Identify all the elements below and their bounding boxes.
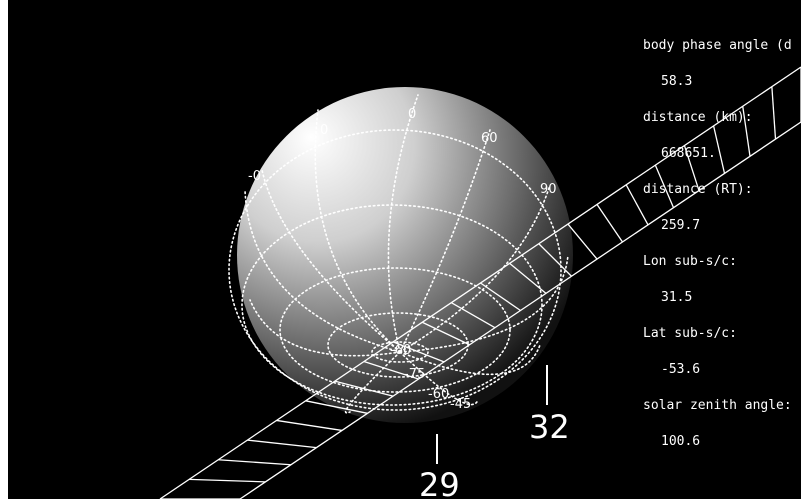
ring-tick — [247, 439, 317, 449]
readout-value-phase: 58.3 — [661, 74, 693, 89]
ring-tick — [567, 223, 598, 260]
readout-label-lat: Lat sub-s/c: — [643, 326, 737, 341]
readout-value-lat: -53.6 — [661, 362, 701, 377]
ring-ticks — [160, 67, 801, 499]
ring-tick — [480, 282, 521, 312]
readout-value-distance-km: 668651. — [661, 146, 716, 161]
ring-marker-29-label: 29 — [419, 466, 460, 499]
ring-tick — [218, 459, 292, 466]
ring-marker-32-label: 32 — [529, 408, 570, 446]
readout-label-lon: Lon sub-s/c: — [643, 254, 737, 269]
ring-tick — [451, 302, 496, 329]
ring-tick — [712, 125, 726, 174]
ring-tick — [363, 360, 419, 380]
readout-value-lon: 31.5 — [661, 290, 693, 305]
readout-label-distance-rt: distance (RT): — [643, 182, 753, 197]
ring-tick — [305, 400, 368, 414]
ring-tick — [625, 184, 649, 226]
geometry-readout: body phase angle (d 58.3 distance (km): … — [643, 16, 801, 472]
readout-label-sza: solar zenith angle: — [643, 398, 792, 413]
ring-band — [159, 66, 801, 499]
grid-label-lat-m75: -75 — [404, 367, 425, 382]
grid-label-lat-m45: -45 — [450, 397, 471, 412]
ring-tick — [683, 145, 700, 191]
readout-label-distance-km: distance (km): — [643, 110, 753, 125]
left-edge-bar — [0, 0, 8, 499]
ring-tick — [771, 86, 777, 140]
ring-marker-29: 29 — [419, 434, 460, 499]
ring-marker-32: 32 — [529, 365, 570, 446]
grid-label-lat-m60b: -60 — [428, 387, 449, 402]
ring-tick — [596, 204, 624, 243]
grid-label-lon-90: 90 — [540, 182, 557, 197]
ring-tick — [276, 419, 343, 432]
grid-label-lon-60: 60 — [481, 131, 498, 146]
planet-disk — [237, 87, 573, 423]
readout-label-phase: body phase angle (d — [643, 38, 792, 53]
ring-tick — [742, 106, 751, 157]
grid-label-lon-120: -0 — [248, 169, 261, 184]
grid-label-lon-0: 0 — [320, 123, 328, 138]
readout-value-distance-rt: 259.7 — [661, 218, 701, 233]
ring-tick — [392, 341, 445, 363]
latlon-grid — [228, 94, 569, 414]
readout-value-sza: 100.6 — [661, 434, 701, 449]
ring-tick — [538, 243, 572, 277]
ring-tick — [334, 380, 394, 397]
ring-tick — [421, 321, 470, 346]
grid-label-lon-30: 0 — [408, 107, 416, 122]
ring-tick — [189, 478, 266, 483]
ring-tick — [509, 262, 547, 294]
ring-tick — [654, 164, 675, 208]
